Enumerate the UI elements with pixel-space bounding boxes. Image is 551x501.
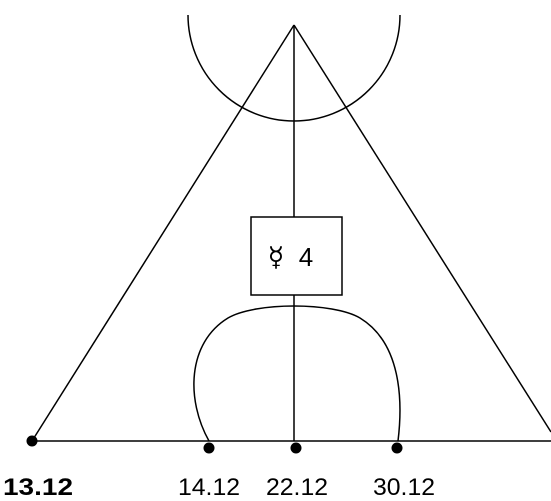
date-point-13-12 — [26, 435, 38, 447]
date-label-13-12: 13.12 — [3, 474, 73, 501]
date-point-14-12 — [203, 442, 215, 454]
bottom-arch — [193, 305, 401, 442]
date-point-22-12 — [290, 442, 302, 454]
mercury-icon: ☿ — [268, 242, 285, 273]
planet-box — [250, 216, 343, 296]
date-label-22-12: 22.12 — [266, 474, 328, 501]
planet-number: 4 — [299, 242, 313, 272]
date-label-14-12: 14.12 — [178, 474, 240, 501]
date-label-30-12: 30.12 — [373, 474, 435, 501]
triangle-right-side — [293, 24, 551, 433]
date-point-30-12 — [391, 442, 403, 454]
triangle-left-side — [31, 24, 295, 442]
